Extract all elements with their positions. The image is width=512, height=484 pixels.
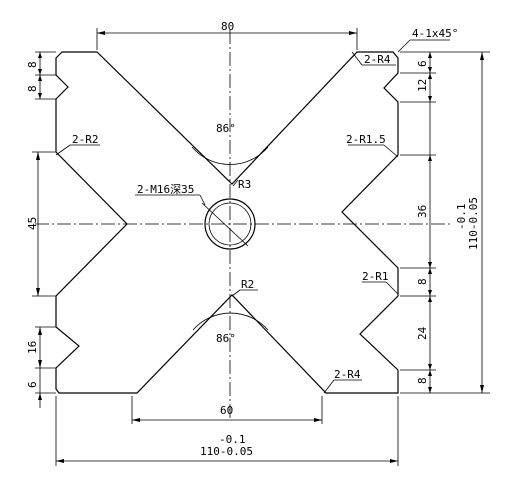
dim-text-left-45: 45 [26, 217, 39, 230]
note-tap-hole: 2-M16深35 [137, 183, 194, 196]
dim-text-right-24: 24 [416, 326, 429, 340]
dim-text-left-16: 16 [26, 341, 39, 354]
leaders [55, 39, 450, 394]
note-radius-bottom-right: 2-R4 [334, 368, 361, 381]
dim-text-overall-width-tol: -0.1 [219, 433, 246, 446]
note-angle-top: 86° [216, 122, 236, 135]
note-angle-bottom: 86° [216, 332, 236, 345]
note-chamfer: 4-1x45° [412, 27, 458, 40]
note-radius-right-lower: 2-R1 [362, 270, 389, 283]
note-radius-r3: R3 [238, 178, 251, 191]
dim-left-chain [32, 51, 56, 408]
dim-text-right-36: 36 [416, 205, 429, 218]
part-outline [55, 51, 399, 394]
dim-top-width [96, 28, 358, 50]
tapped-hole [201, 198, 256, 250]
dim-text-top-width: 80 [221, 20, 234, 33]
note-radius-r2: R2 [241, 278, 254, 291]
dim-text-right-8-bottom: 8 [416, 377, 429, 384]
dim-text-overall-width: 110-0.05 [200, 445, 253, 458]
dim-right-chain [400, 51, 490, 394]
dim-text-overall-height-tol: -0.1 [455, 204, 468, 231]
dim-text-left-6: 6 [26, 381, 39, 388]
dim-bottom-width [131, 396, 323, 424]
dim-text-bottom-width: 60 [220, 404, 233, 417]
angle-arc-top [191, 146, 269, 165]
note-radius-right-upper: 2-R1.5 [346, 133, 386, 146]
dim-overall-width [55, 396, 399, 466]
note-radius-left: 2-R2 [72, 133, 99, 146]
dim-text-left-8-second: 8 [26, 85, 39, 92]
angle-arc-bottom [192, 312, 269, 331]
dim-text-right-12: 12 [416, 79, 429, 92]
dim-text-right-8-mid: 8 [416, 278, 429, 285]
dim-text-left-8-top: 8 [26, 61, 39, 68]
dim-text-right-6: 6 [416, 60, 429, 67]
note-radius-top-right: 2-R4 [364, 53, 391, 66]
dim-text-overall-height: 110-0.05 [467, 197, 480, 250]
